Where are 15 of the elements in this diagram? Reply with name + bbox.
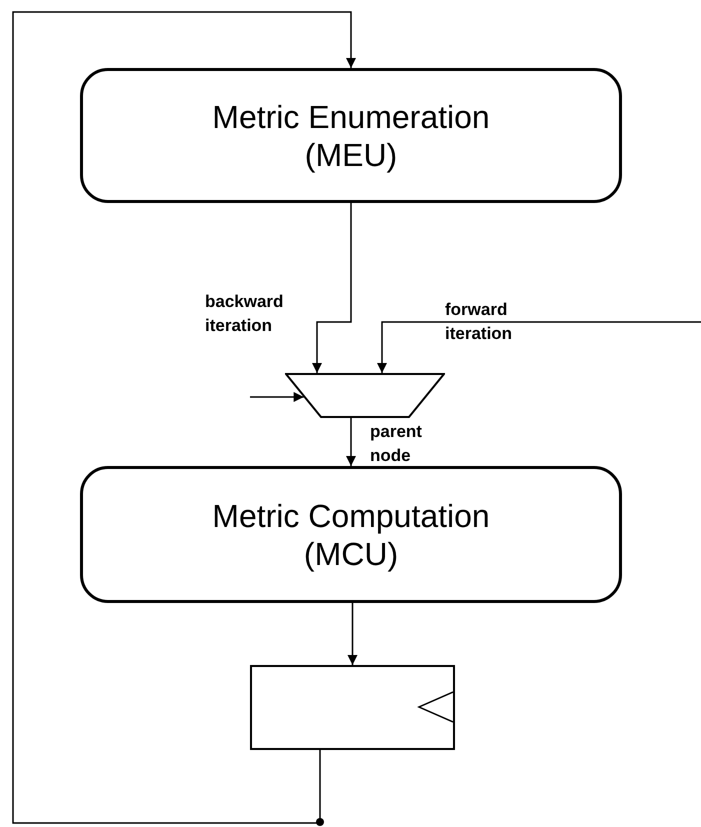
- edge-label: backward iteration: [205, 291, 284, 337]
- register-box: [250, 665, 455, 750]
- connector-arrow: [250, 392, 304, 402]
- box-title: Metric Computation (MCU): [211, 496, 491, 572]
- connector-arrow: [12, 11, 356, 824]
- connector-arrow: [348, 603, 358, 665]
- process-box: [80, 68, 622, 203]
- edge-label: forward iteration: [445, 299, 514, 345]
- edge-label: parent node: [370, 421, 423, 467]
- multiplexer-trapezoid: [285, 373, 445, 418]
- box-title: Metric Enumeration (MEU): [211, 98, 491, 174]
- connector-arrow: [312, 203, 352, 373]
- connector-arrow: [346, 418, 356, 466]
- process-box: [80, 466, 622, 603]
- connector-arrow: [377, 321, 701, 373]
